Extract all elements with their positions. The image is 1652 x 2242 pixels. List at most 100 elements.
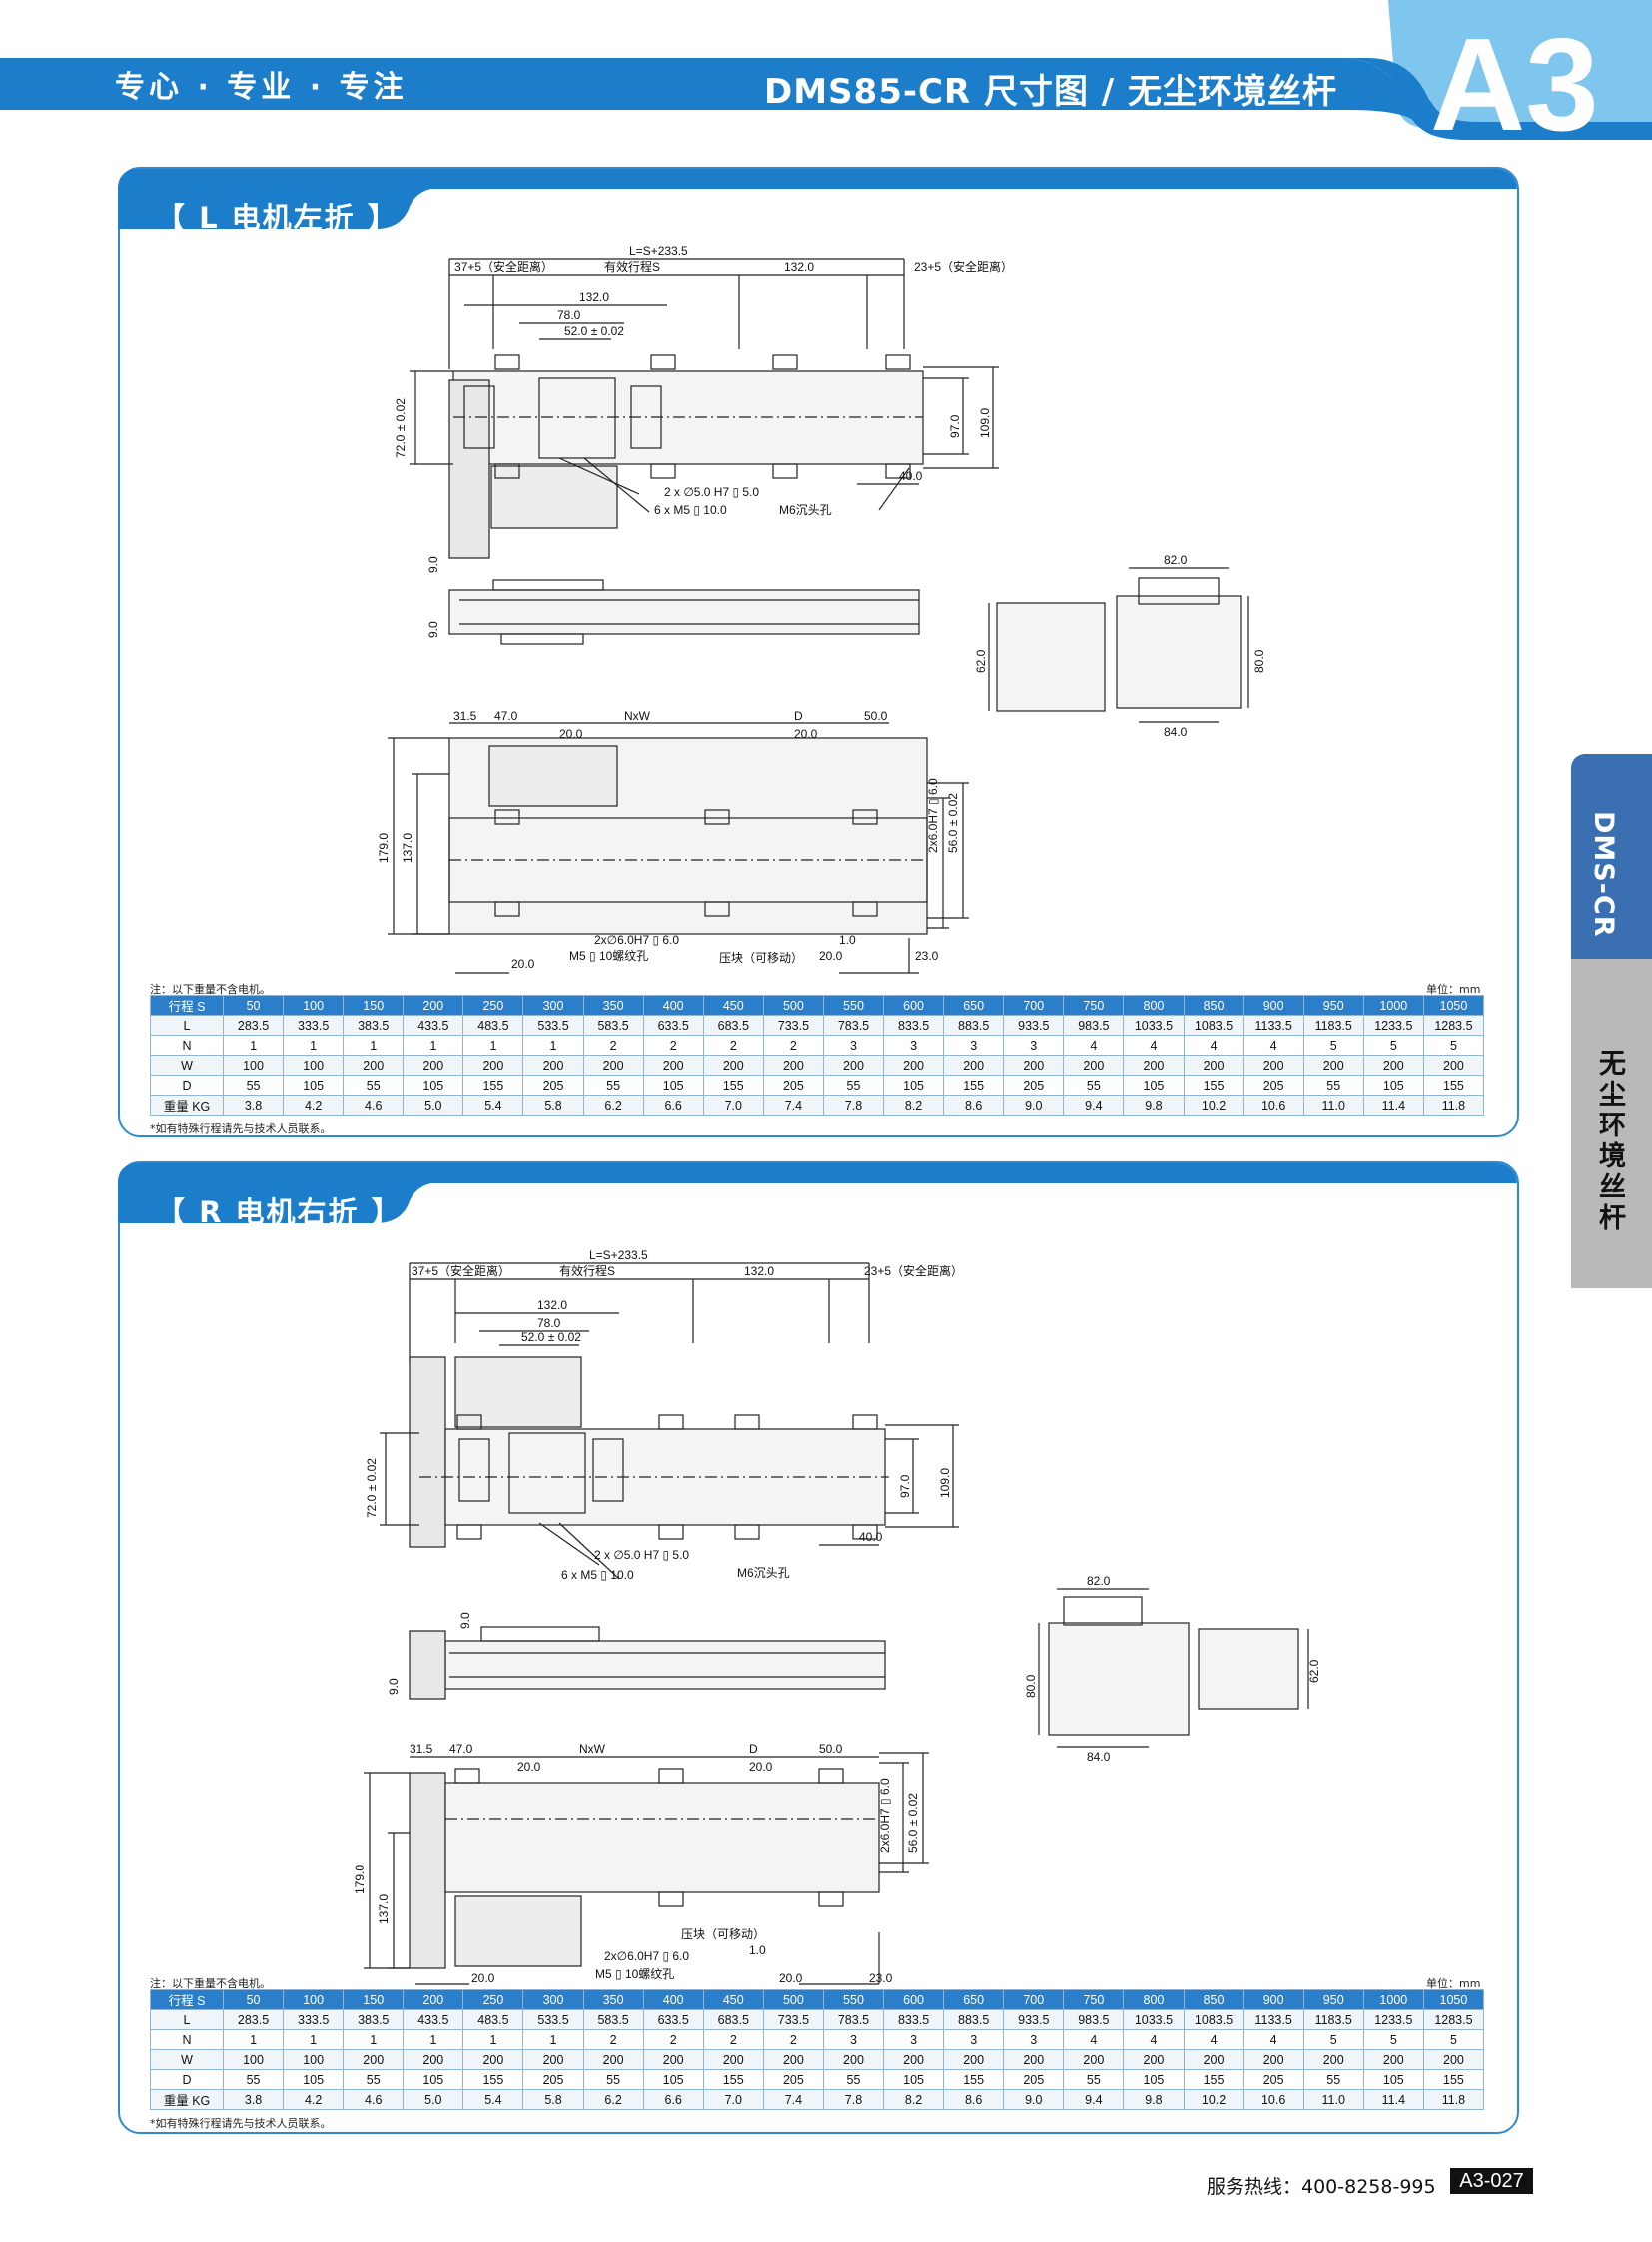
table-cell: 883.5	[943, 1015, 1005, 1036]
table-cell: 1033.5	[1123, 1015, 1185, 1036]
table-cell: 1050	[1422, 1989, 1485, 2010]
table-row-label: N	[150, 1035, 224, 1056]
table-cell: 155	[702, 2069, 764, 2090]
table-cell: 1033.5	[1123, 2009, 1185, 2030]
table-cell: 1133.5	[1242, 1015, 1304, 1036]
dim-72: 72.0 ± 0.02	[365, 1458, 379, 1518]
dim-84: 84.0	[1087, 1750, 1111, 1764]
table-cell: 1233.5	[1362, 1015, 1424, 1036]
table-cell: 200	[1422, 1055, 1485, 1076]
table-row-label: W	[150, 1055, 224, 1076]
table-cell: 583.5	[582, 1015, 644, 1036]
dim-31: 31.5	[410, 1742, 433, 1756]
table-cell: 200	[1183, 2049, 1244, 2070]
table-cell: 4.6	[343, 2089, 405, 2110]
table-cell: 450	[702, 995, 764, 1016]
header-banner	[0, 0, 1652, 160]
dim-132: 132.0	[537, 1298, 567, 1312]
table-row-label: D	[150, 1075, 224, 1096]
table-row-label: D	[150, 2069, 224, 2090]
table-cell: 1	[462, 2029, 524, 2050]
panel-top-bar	[120, 1163, 1517, 1183]
table-cell: 200	[1063, 2049, 1125, 2070]
hole-spec-3: M6沉头孔	[779, 503, 832, 517]
table-cell: 5.0	[403, 1095, 464, 1116]
table-cell: 205	[1003, 1075, 1065, 1096]
panel-tab-title: 【 R 电机右折 】	[156, 1195, 403, 1229]
service-hotline: 服务热线：400-8258-995	[1207, 2176, 1436, 2198]
table-cell: 55	[343, 1075, 405, 1096]
page-number: A3-027	[1450, 2168, 1533, 2194]
table-cell: 205	[1242, 2069, 1304, 2090]
table-cell: 200	[1003, 2049, 1065, 2070]
table-cell: 1283.5	[1422, 2009, 1485, 2030]
table-cell: 7.4	[762, 2089, 824, 2110]
table-cell: 4	[1183, 1035, 1244, 1056]
table-cell: 9.8	[1123, 1095, 1185, 1116]
table-cell: 155	[462, 2069, 524, 2090]
hole-spec-m5: M5 ▯ 10螺纹孔	[569, 949, 648, 963]
table-cell: 333.5	[283, 2009, 345, 2030]
dim-safe-left: 37+5（安全距离）	[454, 259, 553, 274]
table-cell: 55	[222, 2069, 285, 2090]
table-cell: 105	[283, 2069, 345, 2090]
table-cell: 5	[1422, 1035, 1485, 1056]
table-cell: 983.5	[1063, 1015, 1125, 1036]
table-row-label: 行程 S	[150, 995, 224, 1016]
table-cell: 155	[1422, 1075, 1485, 1096]
table-cell: 933.5	[1003, 2009, 1065, 2030]
dim-62: 62.0	[1307, 1659, 1321, 1683]
page-title: DMS85-CR 尺寸图 / 无尘环境丝杆	[764, 72, 1338, 112]
table-cell: 150	[343, 995, 405, 1016]
table-cell: 105	[1123, 1075, 1185, 1096]
hole-spec-2: 6 x M5 ▯ 10.0	[561, 1568, 634, 1582]
table-cell: 9.4	[1063, 2089, 1125, 2110]
table-cell: 900	[1242, 1989, 1304, 2010]
dim-109: 109.0	[938, 1468, 952, 1498]
dim-84: 84.0	[1164, 725, 1188, 739]
table-cell: 55	[822, 2069, 885, 2090]
table-cell: 4.6	[343, 1095, 405, 1116]
table-cell: 200	[1123, 2049, 1185, 2070]
dim-20a: 20.0	[559, 727, 583, 741]
table-cell: 1	[283, 2029, 345, 2050]
table-cell: 11.4	[1362, 1095, 1424, 1116]
table-cell: 105	[1123, 2069, 1185, 2090]
dim-9a: 9.0	[426, 556, 440, 573]
hole-spec-4: 2x∅6.0H7 ▯ 6.0	[604, 1949, 689, 1963]
table-cell: 7.4	[762, 1095, 824, 1116]
table-cell: 1	[522, 1035, 584, 1056]
table-cell: 2	[582, 1035, 644, 1056]
table-cell: 5	[1302, 1035, 1364, 1056]
table-cell: 1000	[1362, 995, 1424, 1016]
table-cell: 5	[1422, 2029, 1485, 2050]
table-cell: 1133.5	[1242, 2009, 1304, 2030]
table-cell: 200	[1362, 1055, 1424, 1076]
table-cell: 200	[1422, 2049, 1485, 2070]
table-cell: 533.5	[522, 2009, 584, 2030]
table-cell: 500	[762, 1989, 824, 2010]
table-cell: 1083.5	[1183, 1015, 1244, 1036]
dim-L: L=S+233.5	[589, 1248, 648, 1262]
dim-109: 109.0	[978, 408, 992, 438]
table-cell: 8.2	[883, 2089, 945, 2110]
table-cell: 200	[1183, 1055, 1244, 1076]
table-cell: 11.4	[1362, 2089, 1424, 2110]
table-cell: 4	[1183, 2029, 1244, 2050]
table-cell: 200	[762, 2049, 824, 2070]
panel-left-fold: 【 L 电机左折 】	[118, 167, 1519, 1137]
table-cell: 200	[642, 2049, 704, 2070]
table-cell: 9.0	[1003, 2089, 1065, 2110]
table-cell: 200	[582, 2049, 644, 2070]
side-tab-category-bg	[1571, 959, 1652, 1288]
dim-1: 1.0	[839, 933, 856, 947]
dim-137: 137.0	[377, 1894, 391, 1924]
dim-62: 62.0	[974, 649, 988, 673]
table-cell: 7.8	[822, 1095, 885, 1116]
table-cell: 3.8	[222, 1095, 285, 1116]
